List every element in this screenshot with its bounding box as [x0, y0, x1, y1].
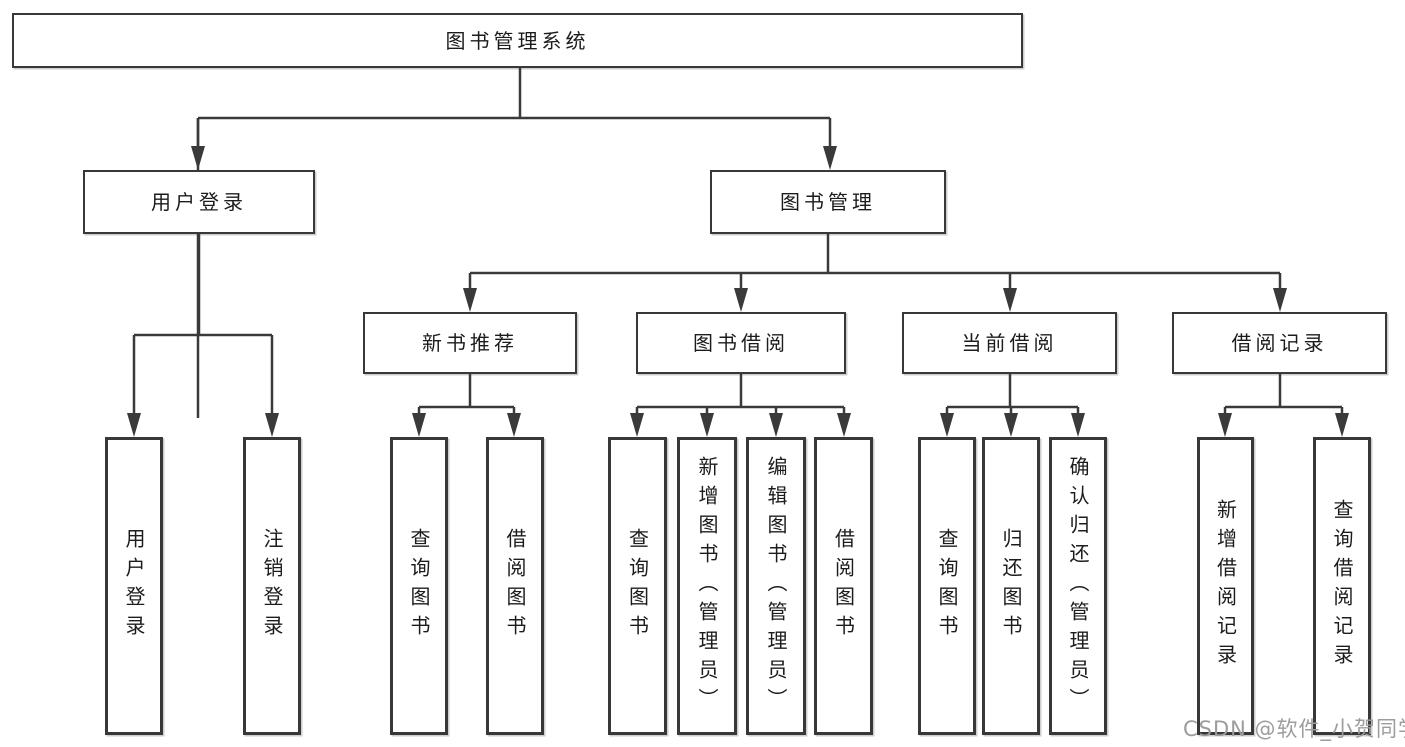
leaf-query-books-borrowing: 查询图书 [608, 437, 667, 735]
leaf-borrow-books-recommend: 借阅图书 [486, 437, 544, 735]
leaf-query-books-recommend: 查询图书 [390, 437, 448, 735]
leaf-borrow-books: 借阅图书 [814, 437, 873, 735]
csdn-watermark: CSDN @软件_小贺同学 [1183, 717, 1405, 741]
leaf-query-borrow-record: 查询借阅记录 [1313, 437, 1371, 735]
leaf-query-books-current: 查询图书 [918, 437, 976, 735]
leaf-user-login: 用户登录 [105, 437, 163, 735]
node-book-management: 图书管理 [710, 170, 946, 234]
node-book-borrowing: 图书借阅 [636, 312, 846, 374]
leaf-add-borrow-record: 新增借阅记录 [1197, 437, 1254, 735]
node-user-login: 用户登录 [83, 170, 315, 234]
node-new-book-recommend: 新书推荐 [363, 312, 577, 374]
leaf-return-books: 归还图书 [982, 437, 1040, 735]
node-borrowing-records: 借阅记录 [1172, 312, 1387, 374]
leaf-logout: 注销登录 [243, 437, 301, 735]
node-current-borrowing: 当前借阅 [902, 312, 1117, 374]
leaf-edit-books-admin: 编辑图书（管理员） [746, 437, 806, 735]
node-library-management-system: 图书管理系统 [12, 13, 1023, 68]
leaf-add-books-admin: 新增图书（管理员） [677, 437, 737, 735]
leaf-confirm-return-admin: 确认归还（管理员） [1049, 437, 1107, 735]
